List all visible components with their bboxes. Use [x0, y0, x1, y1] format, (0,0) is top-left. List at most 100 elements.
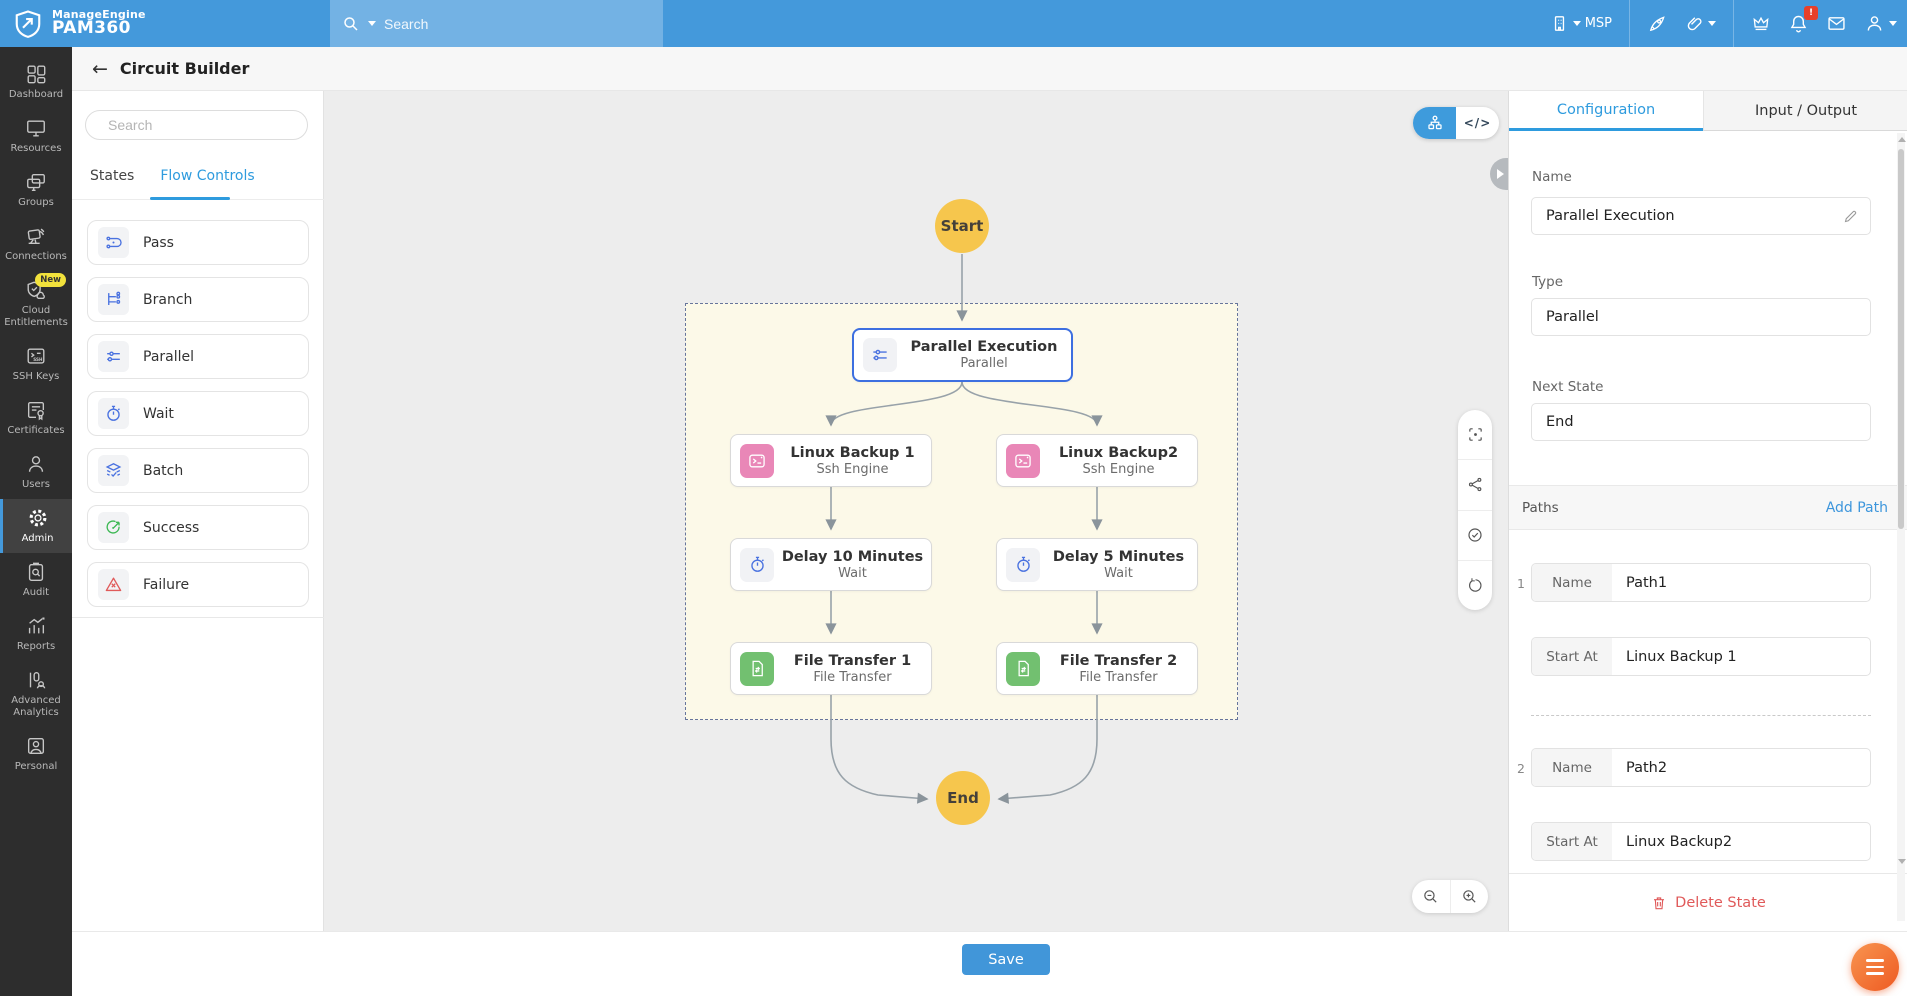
zoom-out-button[interactable]	[1412, 880, 1451, 913]
add-path-link[interactable]: Add Path	[1825, 499, 1888, 516]
code-view-icon: </>	[1463, 116, 1492, 130]
new-badge: New	[35, 273, 66, 287]
next-state-field[interactable]: End	[1531, 403, 1871, 441]
users-icon	[28, 456, 44, 472]
palette-tabs: States Flow Controls	[72, 153, 324, 200]
reset-button[interactable]	[1458, 561, 1492, 610]
org-caret-icon	[1572, 21, 1581, 26]
scrollbar-down-arrow[interactable]	[1898, 859, 1906, 864]
type-field-label: Type	[1532, 274, 1564, 290]
top-bar: ManageEngine PAM360 MSP	[0, 0, 1907, 47]
visual-view-button[interactable]	[1413, 107, 1456, 139]
license-crown-icon[interactable]	[1751, 14, 1771, 34]
page-title: Circuit Builder	[119, 59, 250, 78]
palette-item-wait[interactable]: Wait	[87, 391, 309, 436]
next-state-field-label: Next State	[1532, 379, 1604, 395]
scrollbar-thumb[interactable]	[1898, 149, 1904, 529]
paths-section-header: Paths Add Path	[1509, 485, 1907, 530]
sidebar-item-resources[interactable]: Resources	[0, 109, 72, 163]
validate-button[interactable]	[1458, 511, 1492, 561]
success-icon	[98, 512, 129, 543]
auto-layout-button[interactable]	[1458, 460, 1492, 511]
panel-collapse-handle[interactable]	[1490, 158, 1508, 190]
fit-view-button[interactable]	[1458, 410, 1492, 461]
link-icon	[1684, 14, 1704, 34]
node-delay-5-minutes[interactable]: Delay 5 Minutes Wait	[996, 538, 1198, 591]
node-parallel-execution[interactable]: Parallel Execution Parallel	[852, 328, 1073, 382]
sidebar-item-connections[interactable]: Connections	[0, 217, 72, 271]
file-transfer-icon	[740, 651, 774, 686]
global-search[interactable]	[330, 0, 663, 47]
getting-started-rocket-icon[interactable]	[1647, 14, 1667, 34]
quick-actions-fab[interactable]	[1851, 943, 1899, 991]
palette-item-batch[interactable]: Batch	[87, 448, 309, 493]
quick-links[interactable]	[1684, 14, 1716, 34]
save-button[interactable]: Save	[962, 944, 1050, 975]
path2-start-at-field[interactable]: Start At Linux Backup2	[1531, 822, 1871, 861]
sidebar-item-ssh-keys[interactable]: SSH SSH Keys	[0, 337, 72, 391]
tab-input-output[interactable]: Input / Output	[1703, 91, 1907, 131]
palette-item-success[interactable]: Success	[87, 505, 309, 550]
tab-configuration[interactable]: Configuration	[1509, 91, 1703, 131]
tab-flow-controls[interactable]: Flow Controls	[160, 168, 255, 184]
node-delay-10-minutes[interactable]: Delay 10 Minutes Wait	[730, 538, 932, 591]
palette-item-pass[interactable]: Pass	[87, 220, 309, 265]
name-field[interactable]: Parallel Execution	[1531, 197, 1871, 235]
node-file-transfer-1[interactable]: File Transfer 1 File Transfer	[730, 642, 932, 695]
sidebar-item-certificates[interactable]: Certificates	[0, 391, 72, 445]
sidebar-item-audit[interactable]: Audit	[0, 553, 72, 607]
notifications-bell[interactable]: !	[1788, 6, 1818, 34]
node-file-transfer-2[interactable]: File Transfer 2 File Transfer	[996, 642, 1198, 695]
code-view-button[interactable]: </>	[1456, 107, 1499, 139]
palette-item-failure[interactable]: Failure	[87, 562, 309, 607]
svg-text:SSH: SSH	[33, 357, 43, 362]
path2-name-field[interactable]: Name Path2	[1531, 748, 1871, 787]
palette-item-branch[interactable]: Branch	[87, 277, 309, 322]
notification-badge: !	[1804, 6, 1818, 20]
palette-divider	[72, 617, 324, 618]
type-field[interactable]: Parallel	[1531, 298, 1871, 336]
canvas-side-toolbar	[1458, 410, 1492, 610]
certificates-icon	[27, 401, 45, 421]
chevron-right-icon	[1497, 169, 1504, 179]
node-linux-backup-1[interactable]: Linux Backup 1 Ssh Engine	[730, 434, 932, 487]
sidebar-item-advanced-analytics[interactable]: Advanced Analytics	[0, 661, 72, 727]
org-selector[interactable]: MSP	[1550, 14, 1612, 33]
edit-pencil-icon[interactable]	[1843, 209, 1858, 224]
node-linux-backup-2[interactable]: Linux Backup2 Ssh Engine	[996, 434, 1198, 487]
path1-start-at-field[interactable]: Start At Linux Backup 1	[1531, 637, 1871, 676]
delete-state-button[interactable]: Delete State	[1509, 873, 1907, 931]
sidebar-item-dashboard[interactable]: Dashboard	[0, 55, 72, 109]
sidebar-item-groups[interactable]: Groups	[0, 163, 72, 217]
sidebar-item-users[interactable]: Users	[0, 445, 72, 499]
topbar-divider	[1629, 0, 1630, 47]
messages-envelope-icon[interactable]	[1826, 13, 1847, 34]
sidebar-item-cloud-entitlements[interactable]: New Cloud Entitlements	[4, 273, 68, 328]
tab-states[interactable]: States	[90, 168, 135, 184]
flow-view-icon	[1427, 115, 1442, 130]
config-tabs: Configuration Input / Output	[1509, 91, 1907, 131]
cloud-entitlements-icon	[27, 281, 45, 299]
end-node[interactable]: End	[936, 771, 990, 825]
link-caret-icon	[1708, 21, 1716, 26]
wait-stopwatch-icon	[1006, 547, 1040, 582]
wait-stopwatch-icon	[740, 547, 774, 582]
scrollbar-up-arrow[interactable]	[1898, 137, 1906, 142]
search-scope-caret-icon[interactable]	[368, 21, 376, 26]
circuit-canvas[interactable]: Start Parallel Execution Parallel Linux …	[324, 91, 1508, 931]
start-node[interactable]: Start	[935, 199, 989, 253]
zoom-in-button[interactable]	[1451, 880, 1489, 913]
path1-name-field[interactable]: Name Path1	[1531, 563, 1871, 602]
sidebar-item-personal[interactable]: Personal	[0, 727, 72, 781]
back-arrow-icon[interactable]: ←	[92, 57, 108, 80]
brand-logo[interactable]: ManageEngine PAM360	[0, 9, 270, 39]
palette-item-parallel[interactable]: Parallel	[87, 334, 309, 379]
user-caret-icon	[1889, 21, 1897, 26]
global-search-input[interactable]	[384, 15, 604, 32]
user-menu[interactable]	[1864, 13, 1897, 34]
sidebar-item-reports[interactable]: Reports	[0, 607, 72, 661]
palette-search-input[interactable]	[85, 110, 308, 140]
sidebar-item-admin[interactable]: Admin	[0, 499, 72, 553]
topbar-divider	[1733, 0, 1734, 47]
reports-icon	[28, 617, 45, 634]
